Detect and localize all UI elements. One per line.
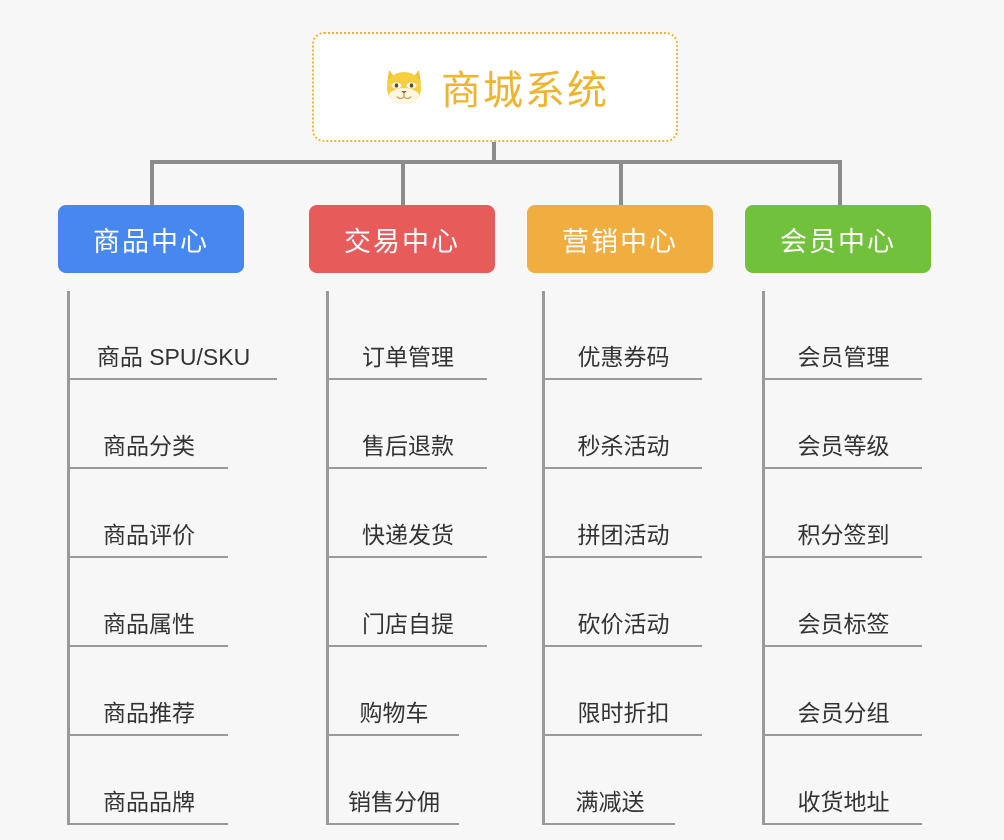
sub-item-label: 快递发货 (362, 522, 454, 548)
branch-column-交易中心: 交易中心 订单管理 售后退款 快递发货 门店自提 购物车 销售分佣 (309, 205, 495, 825)
sub-item-label: 销售分佣 (348, 789, 440, 815)
sub-item[interactable]: 商品推荐 (70, 647, 228, 736)
sub-item-label: 会员标签 (797, 611, 890, 637)
category-box-营销中心[interactable]: 营销中心 (527, 205, 713, 273)
category-label: 交易中心 (344, 226, 460, 257)
sub-item[interactable]: 商品属性 (70, 558, 228, 647)
sub-item-label: 会员管理 (797, 344, 890, 370)
sub-item[interactable]: 订单管理 (329, 291, 487, 380)
category-box-交易中心[interactable]: 交易中心 (309, 205, 495, 273)
category-label: 营销中心 (562, 226, 678, 257)
sub-item[interactable]: 会员等级 (765, 380, 922, 469)
root-title: 商城系统 (441, 69, 609, 113)
sub-item-list: 订单管理 售后退款 快递发货 门店自提 购物车 销售分佣 (326, 291, 487, 825)
connector-root-stem (492, 142, 496, 164)
sub-item-label: 会员分组 (797, 700, 890, 726)
connector-drop-3 (619, 160, 623, 206)
sub-item[interactable]: 会员分组 (765, 647, 922, 736)
sub-item-label: 商品评价 (103, 522, 195, 548)
sub-item-label: 商品 SPU/SKU (96, 344, 251, 370)
root-node-商城系统[interactable]: 商城系统 (312, 32, 678, 142)
sub-item[interactable]: 会员标签 (765, 558, 922, 647)
sub-item[interactable]: 商品 SPU/SKU (70, 291, 277, 380)
connector-drop-2 (401, 160, 405, 206)
connector-drop-4 (838, 160, 842, 206)
connector-horizontal-bus (150, 160, 842, 164)
shiba-dog-icon (381, 64, 427, 110)
sub-item-label: 门店自提 (362, 611, 454, 637)
sub-item[interactable]: 拼团活动 (545, 469, 702, 558)
sub-item[interactable]: 收货地址 (765, 736, 922, 825)
sub-item-label: 砍价活动 (577, 611, 670, 637)
sub-item[interactable]: 会员管理 (765, 291, 922, 380)
sub-item[interactable]: 砍价活动 (545, 558, 702, 647)
sub-item-label: 会员等级 (797, 433, 890, 459)
sub-item[interactable]: 优惠券码 (545, 291, 702, 380)
sub-item[interactable]: 售后退款 (329, 380, 487, 469)
sub-item[interactable]: 积分签到 (765, 469, 922, 558)
sub-item[interactable]: 满减送 (545, 736, 675, 825)
category-box-会员中心[interactable]: 会员中心 (745, 205, 931, 273)
sub-item[interactable]: 秒杀活动 (545, 380, 702, 469)
sub-item-label: 商品品牌 (103, 789, 195, 815)
sub-item[interactable]: 购物车 (329, 647, 459, 736)
sub-item-label: 商品属性 (103, 611, 195, 637)
sub-item-label: 商品推荐 (103, 700, 195, 726)
sub-item-list: 会员管理 会员等级 积分签到 会员标签 会员分组 收货地址 (762, 291, 922, 825)
sub-item[interactable]: 门店自提 (329, 558, 487, 647)
branch-column-会员中心: 会员中心 会员管理 会员等级 积分签到 会员标签 会员分组 收货地址 (745, 205, 931, 825)
sub-item-label: 订单管理 (362, 344, 454, 370)
sub-item-label: 售后退款 (362, 433, 454, 459)
sub-item-label: 限时折扣 (577, 700, 670, 726)
sub-item-label: 收货地址 (797, 789, 890, 815)
sub-item-label: 商品分类 (103, 433, 195, 459)
sub-item-label: 购物车 (359, 700, 429, 726)
branch-column-商品中心: 商品中心 商品 SPU/SKU 商品分类 商品评价 商品属性 商品推荐 商品品牌 (58, 205, 277, 825)
category-label: 会员中心 (780, 226, 896, 257)
sub-item[interactable]: 商品分类 (70, 380, 228, 469)
sub-item-label: 满减送 (575, 789, 645, 815)
sub-item[interactable]: 商品评价 (70, 469, 228, 558)
connector-drop-1 (150, 160, 154, 206)
sub-item-label: 优惠券码 (577, 344, 670, 370)
sub-item-label: 拼团活动 (577, 522, 670, 548)
sub-item[interactable]: 快递发货 (329, 469, 487, 558)
branch-column-营销中心: 营销中心 优惠券码 秒杀活动 拼团活动 砍价活动 限时折扣 满减送 (527, 205, 713, 825)
sub-item-list: 优惠券码 秒杀活动 拼团活动 砍价活动 限时折扣 满减送 (542, 291, 702, 825)
sub-item[interactable]: 限时折扣 (545, 647, 702, 736)
category-label: 商品中心 (93, 226, 209, 257)
category-box-商品中心[interactable]: 商品中心 (58, 205, 244, 273)
sub-item[interactable]: 销售分佣 (329, 736, 459, 825)
sub-item[interactable]: 商品品牌 (70, 736, 228, 825)
sub-item-label: 积分签到 (797, 522, 890, 548)
sub-item-label: 秒杀活动 (577, 433, 670, 459)
sub-item-list: 商品 SPU/SKU 商品分类 商品评价 商品属性 商品推荐 商品品牌 (67, 291, 277, 825)
